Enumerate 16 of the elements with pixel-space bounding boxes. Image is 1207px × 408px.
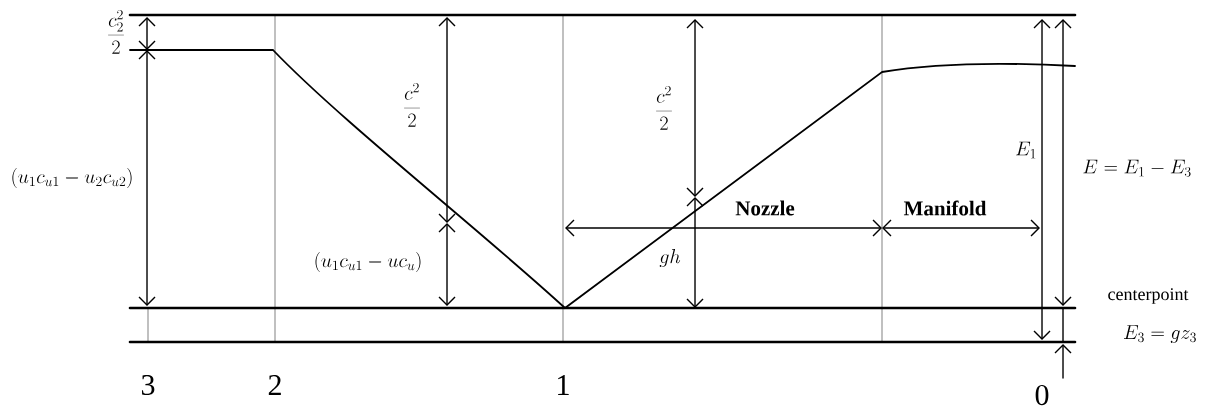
section-label: Manifold [903, 200, 987, 216]
station-number: 0 [1035, 384, 1049, 406]
formula-label: $\frac{c^2}{2}$ [656, 85, 672, 130]
station-number: 1 [558, 375, 569, 395]
note-label: centerpoint [1108, 288, 1189, 304]
section-label: Nozzle [735, 200, 795, 216]
formula-label: $\Bigl(u_1c_{u1}-uc_u\Bigr)$ [315, 252, 421, 272]
formula-label: $E_3=gz_3$ [1124, 325, 1196, 343]
station-number: 3 [141, 374, 155, 396]
formula-label: $\frac{c_2^2}{2}$ [108, 9, 124, 54]
station-number: 2 [268, 375, 281, 395]
formula-label: $gh$ [659, 249, 681, 268]
formula-label: $\Bigl(u_1c_{u1}-u_2c_{u2}\Bigr)$ [12, 168, 132, 188]
formula-label: $E_1$ [1016, 141, 1036, 159]
formula-label: $E=E_1-E_3$ [1083, 159, 1191, 177]
formula-label: $\frac{c^2}{2}$ [404, 82, 420, 127]
